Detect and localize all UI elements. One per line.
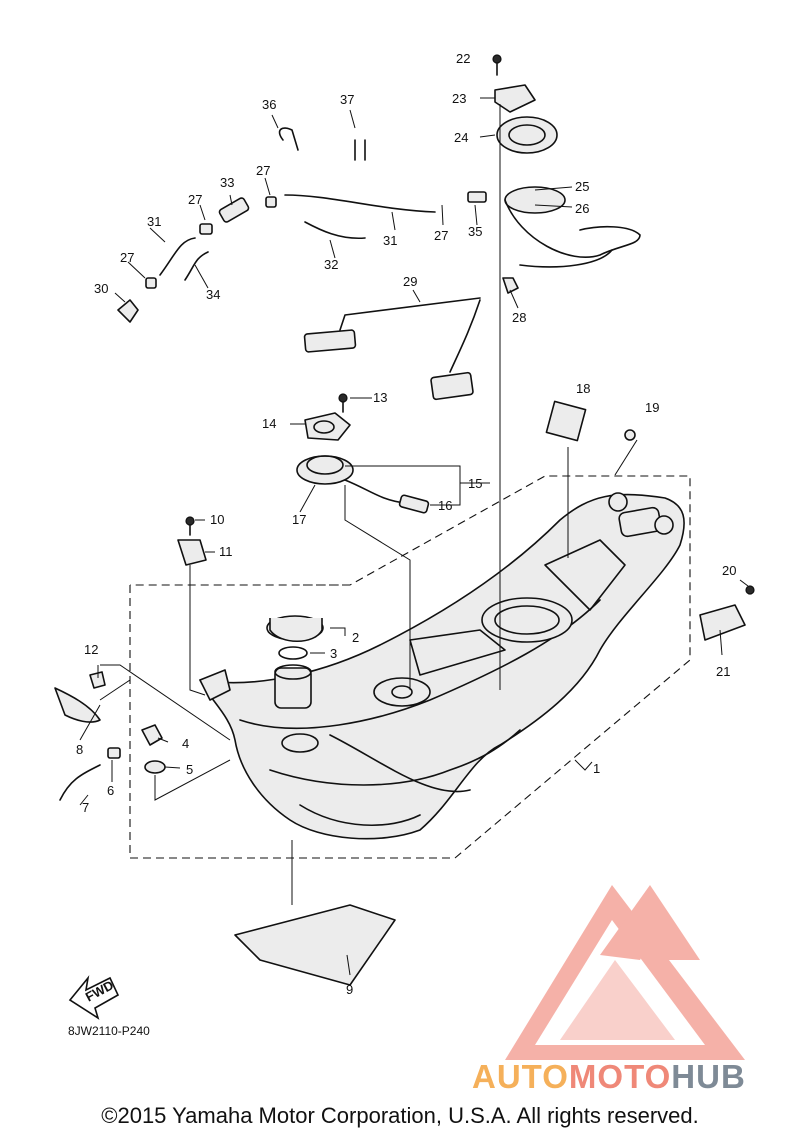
callout-28: 28 <box>512 310 526 325</box>
fuel-cap <box>266 615 324 753</box>
watermark-text: AUTOMOTOHUB <box>472 1058 746 1096</box>
callout-36: 36 <box>262 97 276 112</box>
callout-27b: 27 <box>188 192 202 207</box>
callout-31b: 31 <box>383 233 397 248</box>
callout-16: 16 <box>438 498 452 513</box>
callout-25: 25 <box>575 179 589 194</box>
callout-24: 24 <box>454 130 468 145</box>
callout-5: 5 <box>186 762 193 777</box>
hose-assembly-left <box>117 127 436 323</box>
callout-26: 26 <box>575 201 589 216</box>
callout-15: 15 <box>468 476 482 491</box>
callout-23: 23 <box>452 91 466 106</box>
fuel-pump-upper <box>303 54 755 641</box>
callout-3: 3 <box>330 646 337 661</box>
callout-17: 17 <box>292 512 306 527</box>
small-parts-left <box>54 516 396 986</box>
callout-32: 32 <box>324 257 338 272</box>
callout-2: 2 <box>352 630 359 645</box>
fwd-arrow-icon: FWD <box>68 975 120 1020</box>
callout-19: 19 <box>645 400 659 415</box>
callout-35: 35 <box>468 224 482 239</box>
callout-4: 4 <box>182 736 189 751</box>
callout-30: 30 <box>94 281 108 296</box>
callout-20: 20 <box>722 563 736 578</box>
watermark-text-moto: MOTO <box>568 1058 672 1095</box>
callout-29: 29 <box>403 274 417 289</box>
callout-27d: 27 <box>434 228 448 243</box>
callout-13: 13 <box>373 390 387 405</box>
callout-18: 18 <box>576 381 590 396</box>
callout-6: 6 <box>107 783 114 798</box>
callout-9: 9 <box>346 982 353 997</box>
callout-12: 12 <box>84 642 98 657</box>
copyright-notice: ©2015 Yamaha Motor Corporation, U.S.A. A… <box>101 1103 699 1128</box>
callout-33: 33 <box>220 175 234 190</box>
watermark-text-auto: AUTO <box>472 1058 569 1095</box>
watermark-logo-icon <box>505 885 745 1060</box>
watermark-text-hub: HUB <box>671 1058 746 1095</box>
callout-8: 8 <box>76 742 83 757</box>
callout-11: 11 <box>219 544 233 559</box>
callout-numbers: 1 2 3 4 5 6 7 8 9 10 11 12 13 14 15 16 1… <box>76 51 736 997</box>
callout-27a: 27 <box>120 250 134 265</box>
callout-14: 14 <box>262 416 276 431</box>
callout-21: 21 <box>716 664 730 679</box>
assembly-outline <box>129 475 691 859</box>
callout-22: 22 <box>456 51 470 66</box>
callout-10: 10 <box>210 512 224 527</box>
callout-37: 37 <box>340 92 354 107</box>
callout-34: 34 <box>206 287 220 302</box>
fuel-tank <box>199 492 685 840</box>
fuel-pump-assembly <box>296 393 430 514</box>
leader-lines <box>79 97 749 976</box>
callout-31a: 31 <box>147 214 161 229</box>
callout-1: 1 <box>593 761 600 776</box>
callout-27c: 27 <box>256 163 270 178</box>
diagram-reference-code: 8JW2110-P240 <box>68 1024 150 1038</box>
callout-7: 7 <box>82 800 89 815</box>
